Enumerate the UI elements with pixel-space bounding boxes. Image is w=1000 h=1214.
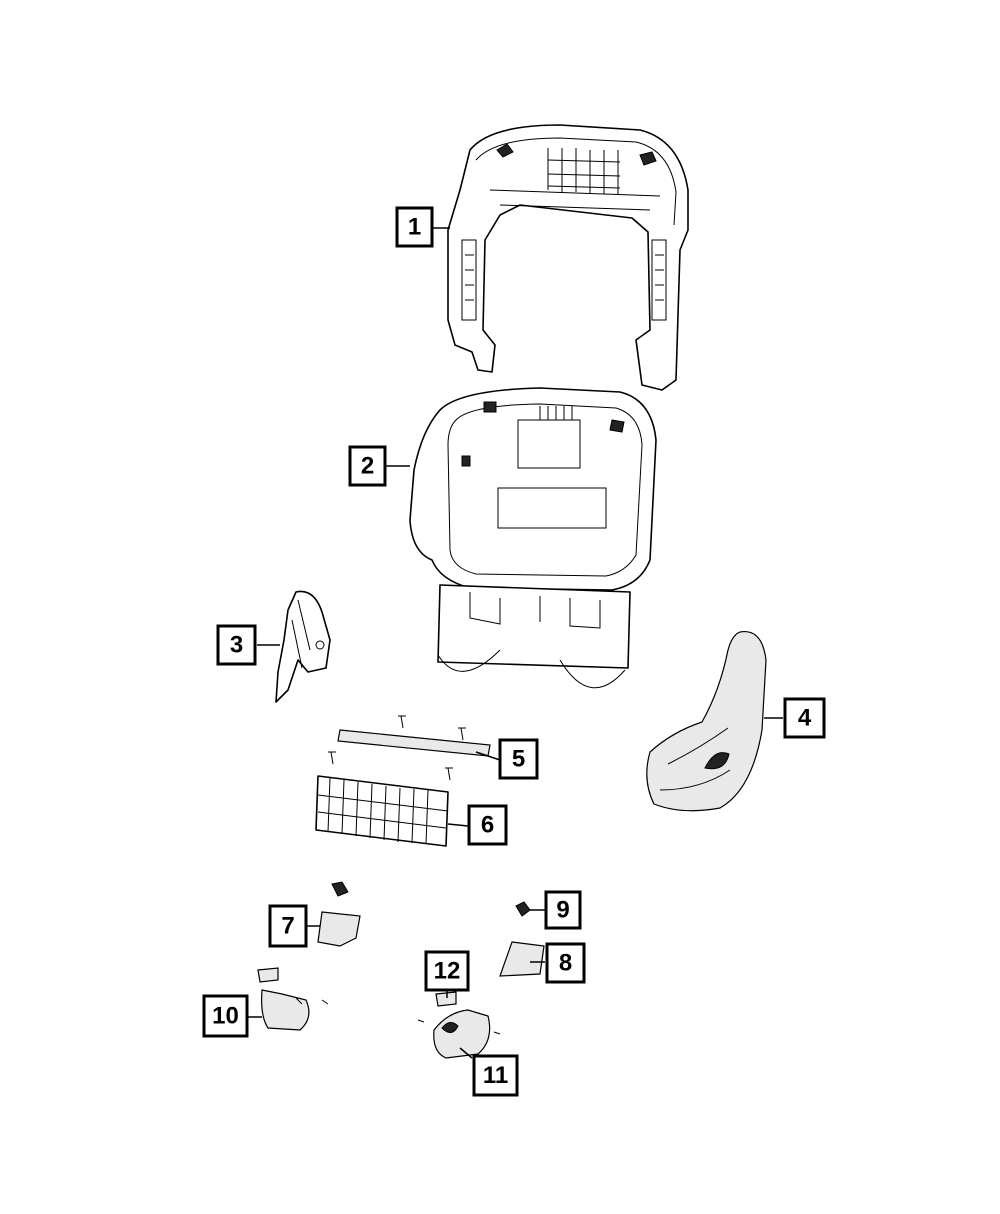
callout-7: 7 — [268, 904, 308, 948]
callout-11-label: 11 — [483, 1062, 508, 1089]
callout-11: 11 — [472, 1054, 519, 1097]
callout-9: 9 — [544, 890, 582, 930]
part-10-handle-left — [257, 967, 329, 1031]
callout-4: 4 — [783, 697, 826, 739]
callout-4-label: 4 — [798, 705, 812, 732]
callout-6-label: 6 — [481, 812, 494, 839]
part-7-bracket-cover — [317, 881, 361, 947]
callout-2-label: 2 — [361, 453, 374, 480]
callout-8-label: 8 — [559, 950, 572, 977]
part-2-seat-back-frame — [409, 387, 657, 689]
part-1-seat-back-panel — [447, 124, 689, 391]
callout-12-label: 12 — [434, 958, 461, 985]
callout-6: 6 — [467, 804, 508, 846]
part-4-side-shield — [646, 630, 767, 812]
callout-9-label: 9 — [556, 897, 569, 924]
part-8-side-cover — [499, 941, 545, 977]
callout-7-label: 7 — [281, 913, 294, 940]
callout-3-label: 3 — [230, 632, 243, 659]
part-6-lumbar-support — [315, 775, 449, 847]
part-9-clip — [515, 901, 531, 917]
leader-lines — [247, 227, 783, 1059]
callout-1: 1 — [395, 206, 434, 248]
part-12-cap — [435, 991, 457, 1007]
callout-3: 3 — [216, 624, 257, 666]
callout-5-label: 5 — [512, 746, 525, 773]
callout-12: 12 — [424, 950, 470, 992]
callout-10-label: 10 — [212, 1003, 239, 1030]
callout-5: 5 — [498, 738, 539, 780]
part-5-trim-strip — [328, 715, 491, 781]
callout-10: 10 — [202, 994, 249, 1038]
callout-2: 2 — [348, 445, 387, 487]
part-11-handle-right — [417, 1009, 501, 1059]
callout-1-label: 1 — [408, 214, 421, 241]
callout-8: 8 — [545, 942, 586, 984]
part-3-side-bracket — [275, 590, 331, 703]
